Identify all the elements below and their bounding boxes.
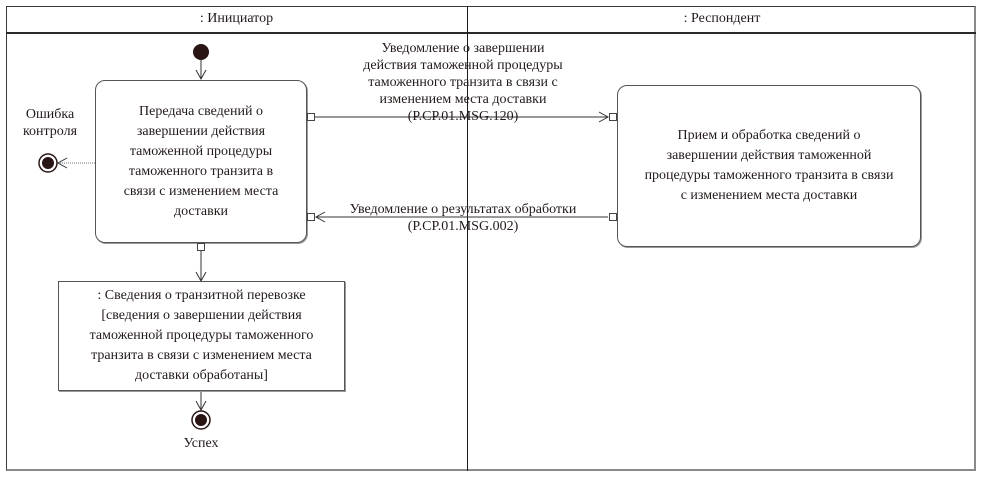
- diagram-frame: [6, 6, 976, 471]
- input-pin-notify: [609, 113, 617, 121]
- lane-title-respondent: : Респондент: [683, 11, 761, 26]
- output-pin-notify: [307, 113, 315, 121]
- lane-header-initiator: : Инициатор: [6, 6, 467, 34]
- flow-label-notify: Уведомление о завершении действия таможе…: [363, 41, 563, 124]
- lane-title-initiator: : Инициатор: [199, 11, 274, 26]
- input-pin-result: [307, 213, 315, 221]
- action-send-notification[interactable]: Передача сведений о завершении действия …: [95, 80, 307, 243]
- initial-node: [193, 44, 209, 60]
- object-node-transit-info[interactable]: : Сведения о транзитной перевозке [сведе…: [58, 281, 345, 391]
- success-final-label: Успех: [183, 436, 219, 451]
- lane-divider: [467, 6, 468, 471]
- lane-header-respondent: : Респондент: [468, 6, 976, 34]
- flow-label-result: Уведомление о результатах обработки (P.C…: [349, 202, 577, 234]
- action-receive-process[interactable]: Прием и обработка сведений о завершении …: [617, 85, 921, 247]
- output-pin-object: [197, 243, 205, 251]
- output-pin-result: [609, 213, 617, 221]
- error-final-label: Ошибка контроля: [22, 107, 78, 139]
